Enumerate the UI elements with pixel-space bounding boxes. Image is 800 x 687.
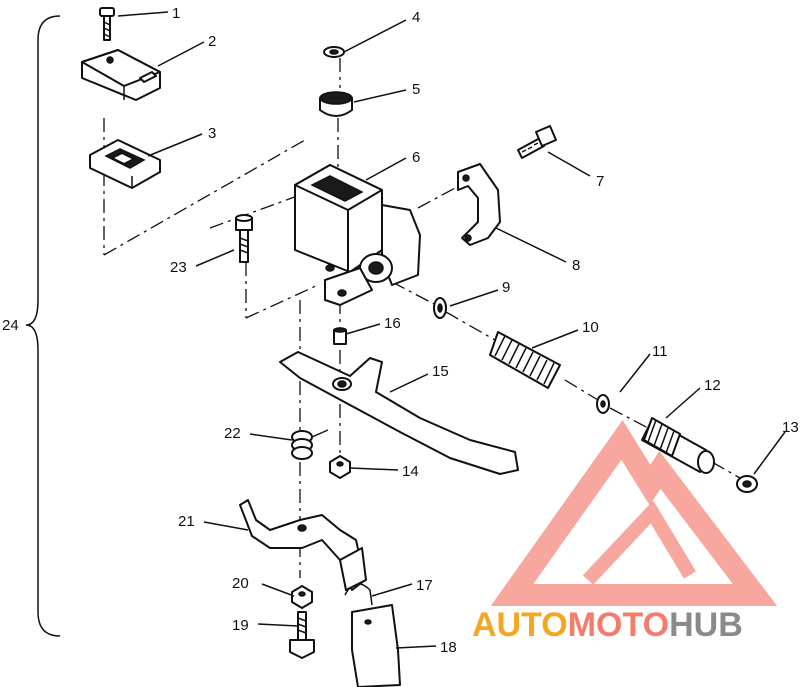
part-15-brake-lever — [279, 351, 519, 475]
callout-21: 21 — [178, 513, 195, 530]
callout-7: 7 — [596, 173, 604, 190]
callout-16: 16 — [384, 315, 401, 332]
watermark-text-hub: HUB — [669, 606, 743, 644]
part-23-pivot-bolt — [235, 214, 253, 263]
part-10-dust-boot — [489, 331, 561, 389]
watermark-text-auto: AUTO — [472, 606, 568, 644]
callout-12: 12 — [704, 377, 721, 394]
part-20-nut — [291, 585, 313, 609]
part-1-cover-screw — [99, 7, 115, 41]
watermark-logo: AUTOMOTOHUB — [472, 420, 778, 644]
callout-2: 2 — [208, 33, 216, 50]
part-7-clamp-bolt — [517, 125, 557, 159]
part-19-bolt — [289, 611, 315, 659]
part-4-washer — [323, 46, 345, 58]
callout-23: 23 — [170, 259, 187, 276]
part-16-pivot-pin — [333, 327, 347, 345]
part-18-tag — [351, 604, 401, 687]
callout-labels: 1 2 3 4 5 6 7 8 9 10 11 12 13 14 15 16 1… — [2, 5, 799, 656]
part-21-switch-bracket — [239, 499, 367, 591]
callout-19: 19 — [232, 617, 249, 634]
assembly-brace — [25, 15, 61, 637]
callout-1: 1 — [172, 5, 180, 22]
part-6-master-cylinder — [294, 164, 421, 306]
leader-lines — [117, 11, 786, 649]
callout-15: 15 — [432, 363, 449, 380]
watermark-text-moto: MOTO — [568, 606, 669, 644]
callout-18: 18 — [440, 639, 457, 656]
callout-17: 17 — [416, 577, 433, 594]
callout-22: 22 — [224, 425, 241, 442]
part-8-handlebar-clamp — [457, 163, 501, 246]
watermark-triangle-inner — [582, 500, 696, 585]
callout-13: 13 — [782, 419, 799, 436]
part-3-diaphragm — [89, 139, 161, 189]
callout-6: 6 — [412, 149, 420, 166]
part-2-reservoir-cover — [81, 49, 161, 101]
callout-5: 5 — [412, 81, 420, 98]
part-22-return-spring — [291, 429, 329, 460]
callout-20: 20 — [232, 575, 249, 592]
callout-11: 11 — [652, 343, 668, 360]
part-5-bushing — [319, 91, 353, 117]
callout-10: 10 — [582, 319, 599, 336]
callout-24: 24 — [2, 317, 19, 334]
callout-3: 3 — [208, 125, 216, 142]
callout-4: 4 — [412, 9, 420, 26]
part-13-o-ring — [736, 475, 758, 493]
part-14-nut — [329, 455, 351, 479]
assembly-axis-lines — [103, 58, 741, 578]
svg-text:AUTOMOTOHUB: AUTOMOTOHUB — [472, 606, 743, 644]
callout-8: 8 — [572, 257, 580, 274]
callout-9: 9 — [502, 279, 510, 296]
watermark-triangle-outer — [490, 420, 778, 606]
part-12-piston-assembly — [641, 417, 715, 474]
callout-14: 14 — [402, 463, 419, 480]
part-11-washer — [596, 394, 610, 414]
part-9-washer — [433, 297, 447, 319]
